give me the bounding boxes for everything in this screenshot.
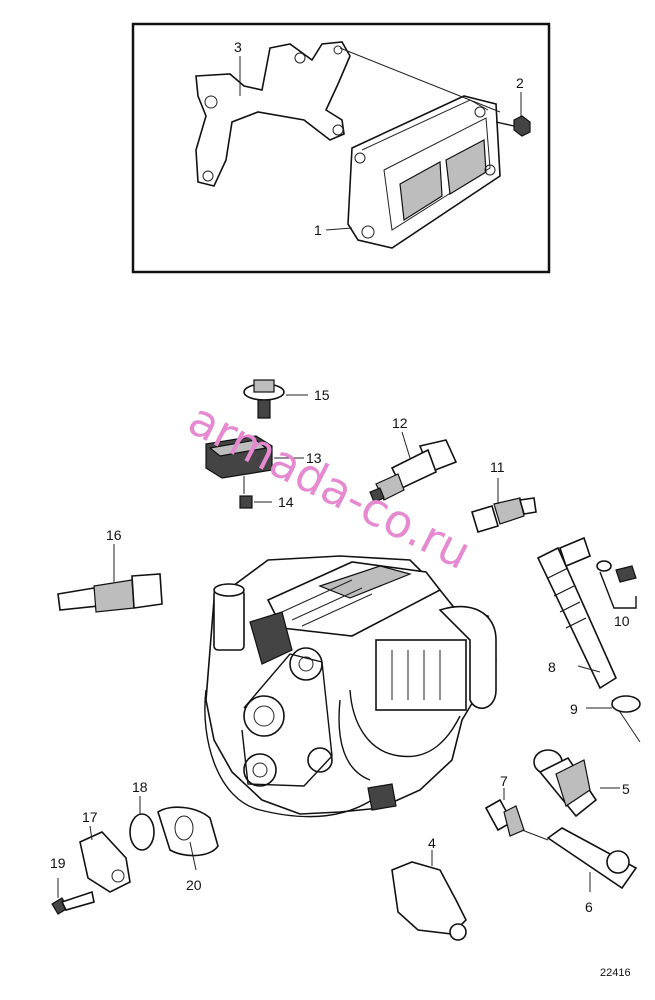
callout-14: 14 [278,494,294,510]
sensor-part-13 [205,435,304,494]
callout-1: 1 [314,222,322,238]
sensor-part-12 [369,431,458,503]
callout-5: 5 [622,781,630,797]
sensor-part-17 [79,825,131,893]
bolt-part-19 [51,878,95,915]
callout-10: 10 [614,613,630,629]
inset-frame [131,22,551,274]
callout-19: 19 [50,855,66,871]
bolt-part-15 [243,379,308,419]
callout-11: 11 [490,459,505,475]
sensor-part-4 [391,850,467,941]
ecu-part-1 [347,95,501,249]
bracket-part-3 [195,41,351,187]
callout-13: 13 [306,450,322,466]
callout-4: 4 [428,835,436,851]
callout-6: 6 [585,899,593,915]
o-ring-part-18 [129,796,155,851]
callout-3: 3 [234,39,242,55]
callout-9: 9 [570,701,578,717]
o-ring-part-9 [586,695,641,713]
sensor-part-11 [471,478,537,533]
figure-number: 22416 [600,967,631,979]
adapter-part-6 [521,827,638,892]
sensor-part-8 [536,536,641,743]
sensor-part-16 [57,544,163,613]
callout-16: 16 [106,527,122,543]
gasket-part-20 [157,806,219,871]
screw-part-14 [239,495,272,509]
callout-12: 12 [392,415,408,431]
callout-17: 17 [82,809,98,825]
callout-7: 7 [500,773,508,789]
callout-15: 15 [314,387,330,403]
callout-8: 8 [548,659,556,675]
fitting-part-7 [484,788,525,837]
bolt-part-2 [495,115,531,137]
fastener-part-10 [596,560,637,609]
watermark-text: armada-co.ru [180,392,479,580]
sensor-part-5 [533,749,620,818]
engine-assembly [204,555,497,818]
callout-18: 18 [132,779,148,795]
callout-2: 2 [516,75,524,91]
callout-20: 20 [186,877,202,893]
